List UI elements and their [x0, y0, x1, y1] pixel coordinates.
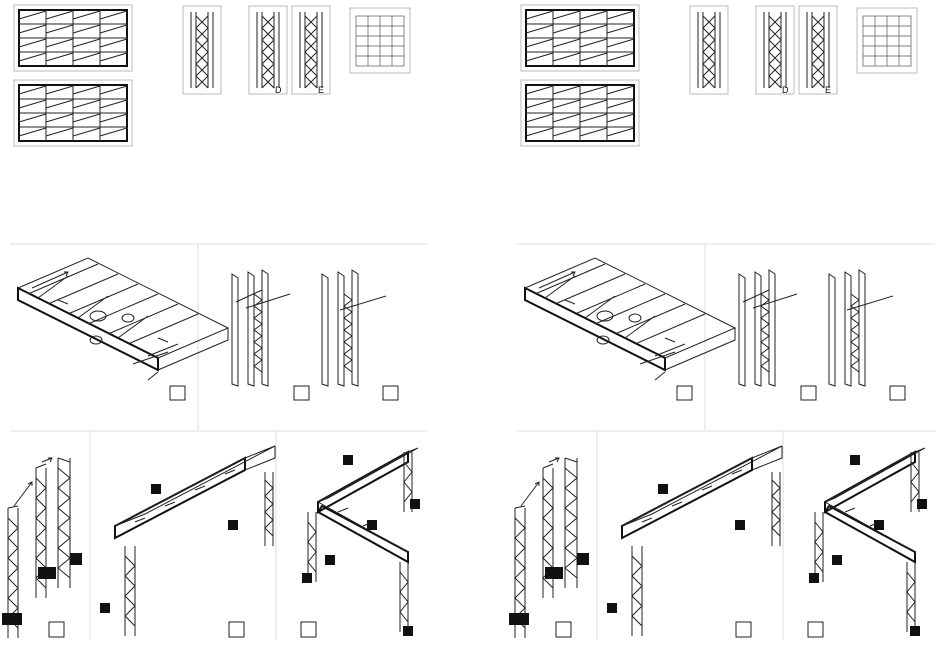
step-box-2 [801, 386, 816, 400]
callout-marker [100, 603, 110, 613]
tower-thumbnail-1 [690, 6, 728, 94]
thumb-label-e: E [825, 85, 831, 95]
tower-thumbnail-2 [756, 6, 794, 94]
beam-step-diagram [525, 258, 735, 380]
callout-marker [832, 555, 842, 565]
callout-marker [151, 484, 161, 494]
table-thumbnail [857, 8, 917, 73]
portal-frame-diagram [115, 446, 275, 636]
step-box-4 [49, 622, 64, 637]
callout-marker [607, 603, 617, 613]
callout-marker [228, 520, 238, 530]
callout-marker [403, 626, 413, 636]
callout-marker [367, 520, 377, 530]
step-box-5 [229, 622, 244, 637]
thumb-label-e: E [318, 85, 324, 95]
callout-marker [735, 520, 745, 530]
callout-marker [917, 499, 927, 509]
callout-marker [509, 613, 529, 625]
right-panel: D E [509, 5, 935, 640]
callout-marker [38, 567, 56, 579]
callout-marker [410, 499, 420, 509]
callout-marker [545, 567, 563, 579]
callout-marker [302, 573, 312, 583]
beam-step-diagram [18, 258, 228, 380]
frame-step-diagram-a [739, 270, 775, 386]
table-thumbnail [350, 8, 410, 73]
callout-marker [343, 455, 353, 465]
rack-thumbnail-top [14, 5, 132, 71]
step-box-3 [890, 386, 905, 400]
rack-thumbnail-bottom [521, 80, 639, 146]
tower-assembly-diagram [8, 458, 70, 638]
frame-step-diagram-b [322, 270, 358, 386]
l-frame-diagram [815, 448, 925, 632]
callout-marker [658, 484, 668, 494]
l-frame-diagram [308, 448, 418, 632]
step-box-6 [301, 622, 316, 637]
callout-marker [325, 555, 335, 565]
callout-marker [874, 520, 884, 530]
tower-thumbnail-3 [799, 6, 837, 94]
step-box-1 [677, 386, 692, 400]
tower-assembly-diagram [515, 458, 577, 638]
tower-thumbnail-2 [249, 6, 287, 94]
step-box-4 [556, 622, 571, 637]
callout-marker [809, 573, 819, 583]
tower-thumbnail-1 [183, 6, 221, 94]
step-box-6 [808, 622, 823, 637]
step-box-2 [294, 386, 309, 400]
tower-thumbnail-3 [292, 6, 330, 94]
callout-marker [2, 613, 22, 625]
rack-thumbnail-bottom [14, 80, 132, 146]
portal-frame-diagram [622, 446, 782, 636]
callout-marker [70, 553, 82, 565]
left-panel: D E [2, 5, 428, 640]
callout-marker [577, 553, 589, 565]
callout-marker [910, 626, 920, 636]
rack-thumbnail-top [521, 5, 639, 71]
step-box-5 [736, 622, 751, 637]
frame-step-diagram-a [232, 270, 268, 386]
thumb-label-d: D [275, 85, 282, 95]
callout-marker [850, 455, 860, 465]
thumb-label-d: D [782, 85, 789, 95]
step-box-1 [170, 386, 185, 400]
step-box-3 [383, 386, 398, 400]
frame-step-diagram-b [829, 270, 865, 386]
